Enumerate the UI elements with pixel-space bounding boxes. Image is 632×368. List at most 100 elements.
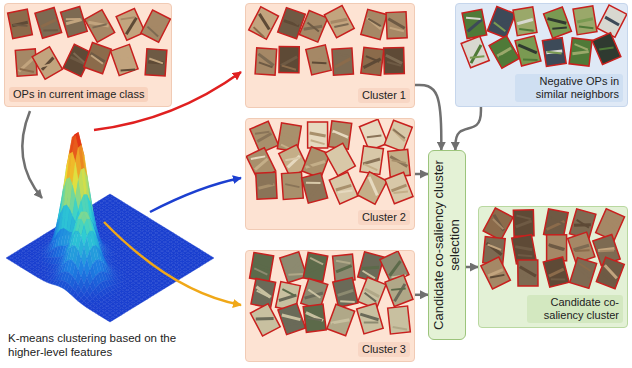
patch-texture	[392, 129, 407, 138]
patch-texture	[523, 56, 538, 63]
patch-texture	[145, 19, 165, 37]
patch-texture	[490, 271, 504, 281]
patch-texture	[574, 44, 588, 50]
patch-frame	[329, 172, 358, 204]
patch-frame	[573, 6, 597, 35]
patch-texture	[575, 266, 592, 277]
patch-frame	[250, 253, 274, 282]
image-patch	[15, 49, 37, 76]
image-patch	[461, 36, 489, 68]
patch-texture	[470, 53, 484, 62]
patch-frame	[332, 48, 354, 75]
patch-texture	[259, 62, 273, 67]
patch-frame	[483, 208, 513, 240]
patch-texture	[254, 268, 268, 274]
image-patch	[282, 172, 304, 199]
image-panel: Cluster 2	[245, 118, 415, 230]
image-patch	[513, 210, 534, 237]
patch-texture	[577, 19, 593, 22]
image-patch	[8, 9, 33, 38]
image-patch	[327, 304, 355, 335]
image-patch	[388, 306, 411, 334]
image-patch	[544, 7, 572, 38]
patch-texture	[114, 51, 133, 67]
image-patch	[573, 6, 597, 35]
cluster-arrow	[150, 178, 241, 212]
image-patch	[333, 278, 358, 308]
flow-connector	[466, 266, 478, 269]
patch-frame	[384, 47, 405, 74]
patch-frame	[385, 172, 413, 203]
image-patch	[388, 149, 410, 177]
patch-frame	[325, 143, 355, 175]
selection-box: Candidate co-saliency cluster selection	[428, 150, 466, 340]
patch-texture	[579, 24, 593, 30]
patch-texture	[340, 298, 355, 305]
patch-frame	[278, 303, 306, 334]
patch-texture	[363, 177, 383, 196]
patch-texture	[574, 220, 591, 229]
image-patch	[357, 172, 387, 204]
flow-connector	[455, 107, 481, 150]
patch-texture	[282, 66, 296, 70]
image-patch	[249, 7, 279, 39]
flow-arrow	[22, 111, 42, 198]
image-patch	[279, 47, 299, 73]
patch-frame	[360, 146, 383, 175]
patch-texture	[549, 217, 564, 224]
image-patch	[299, 10, 327, 42]
patch-frame	[116, 8, 145, 40]
patch-texture	[338, 187, 352, 196]
patch-texture	[390, 284, 409, 301]
patch-texture	[257, 133, 272, 141]
image-patch	[569, 38, 592, 66]
patch-texture	[551, 276, 566, 283]
image-patch	[384, 47, 405, 74]
flow-connector	[415, 173, 428, 176]
patch-frame	[85, 10, 115, 42]
patch-texture	[279, 292, 296, 304]
image-patch	[384, 120, 412, 151]
patch-frame	[384, 120, 412, 151]
patch-texture	[392, 159, 406, 164]
image-patch	[329, 172, 358, 204]
image-patch	[61, 6, 88, 37]
patch-texture	[305, 288, 323, 303]
patch-texture	[517, 19, 533, 23]
image-patch	[251, 279, 276, 308]
patch-texture	[367, 19, 382, 27]
patch-texture	[331, 323, 346, 332]
patch-texture	[335, 53, 349, 58]
patch-texture	[491, 16, 510, 32]
patch-texture	[366, 18, 383, 29]
patch-texture	[518, 252, 532, 258]
patch-frame	[361, 47, 384, 75]
image-panel: Negative OPs in similar neighbors	[455, 3, 628, 107]
patch-frame	[324, 5, 354, 37]
patch-texture	[466, 15, 481, 22]
panel-caption: Candidate co-saliency cluster	[527, 295, 623, 323]
patch-texture	[364, 164, 378, 170]
patch-frame	[299, 10, 327, 42]
image-patch	[256, 172, 277, 199]
patch-texture	[519, 27, 533, 33]
patch-texture	[521, 275, 535, 279]
patch-texture	[598, 245, 614, 253]
patch-frame	[570, 258, 597, 289]
image-patch	[303, 304, 326, 332]
patch-frame	[596, 257, 624, 288]
patch-frame	[518, 260, 538, 286]
patch-texture	[310, 133, 326, 136]
patch-frame	[358, 252, 384, 282]
patch-frame	[386, 12, 407, 39]
patch-frame	[357, 303, 384, 334]
image-patch	[462, 9, 487, 38]
patch-texture	[255, 128, 269, 137]
patch-texture	[72, 53, 86, 63]
patch-frame	[569, 38, 592, 66]
patch-texture	[331, 314, 349, 328]
patch-texture	[40, 58, 56, 70]
panel-caption: Cluster 1	[358, 88, 410, 103]
patch-texture	[306, 311, 323, 323]
